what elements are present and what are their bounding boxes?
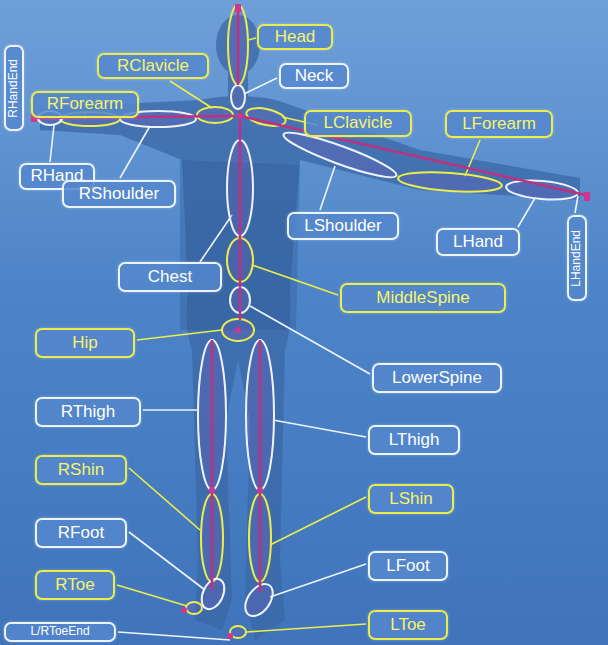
bone-name: RShin [58, 461, 104, 480]
bone-label: L/RToeEnd [4, 622, 116, 642]
bone-name: RClavicle [117, 57, 189, 76]
bone-name: Chest [148, 268, 192, 287]
joint-dots [31, 4, 590, 639]
bone-label: RForearm [31, 91, 139, 118]
bone-label: RShin [35, 455, 127, 485]
bone-name: RToe [55, 576, 94, 595]
bone-name: LToe [390, 616, 426, 635]
bone-axes [34, 8, 590, 592]
bone-name: Hip [72, 334, 98, 353]
bone-label: LShoulder [287, 212, 399, 240]
bone-label: LShin [368, 484, 454, 514]
bone-name: LShoulder [304, 217, 382, 236]
bone-label: LForearm [445, 110, 553, 138]
bone-label: LClavicle [304, 110, 412, 137]
bone-name: Neck [295, 67, 334, 86]
bone-label: LHandEnd [567, 215, 587, 301]
bone-label: LHand [436, 228, 520, 256]
bone-name: RFoot [58, 524, 104, 543]
bone-label: RThigh [35, 397, 141, 427]
bone-name: Head [275, 28, 316, 47]
bone-name: RShoulder [79, 185, 159, 204]
bone-name: LThigh [389, 431, 440, 450]
bone-name: LForearm [462, 115, 536, 134]
bone-label: RClavicle [97, 53, 209, 79]
bone-label: LThigh [368, 425, 460, 455]
bone-label: Neck [279, 63, 349, 89]
bone-label: RShoulder [62, 180, 176, 208]
bone-name: LShin [389, 490, 432, 509]
bone-label: RHandEnd [4, 45, 24, 131]
bone-name: RForearm [47, 95, 124, 114]
bone-name: MiddleSpine [376, 289, 470, 308]
bone-name: RHandEnd [7, 59, 20, 118]
bone-label: LowerSpine [372, 363, 502, 393]
bone-name: L/RToeEnd [30, 625, 89, 638]
bone-name: LHandEnd [570, 230, 583, 287]
bone-name: LowerSpine [392, 369, 482, 388]
bone-name: RThigh [61, 403, 116, 422]
bone-label: LFoot [368, 551, 448, 581]
bone-label: RToe [35, 570, 115, 600]
bone-label: LToe [368, 610, 448, 640]
bone-label: MiddleSpine [340, 283, 506, 313]
bone-name: LClavicle [324, 114, 393, 133]
bone-label: Head [257, 24, 333, 50]
bone-label: RFoot [35, 518, 127, 548]
bone-name: LHand [453, 233, 503, 252]
bone-label: Chest [118, 262, 222, 292]
bone-label: Hip [35, 328, 135, 358]
bone-name: LFoot [386, 557, 429, 576]
